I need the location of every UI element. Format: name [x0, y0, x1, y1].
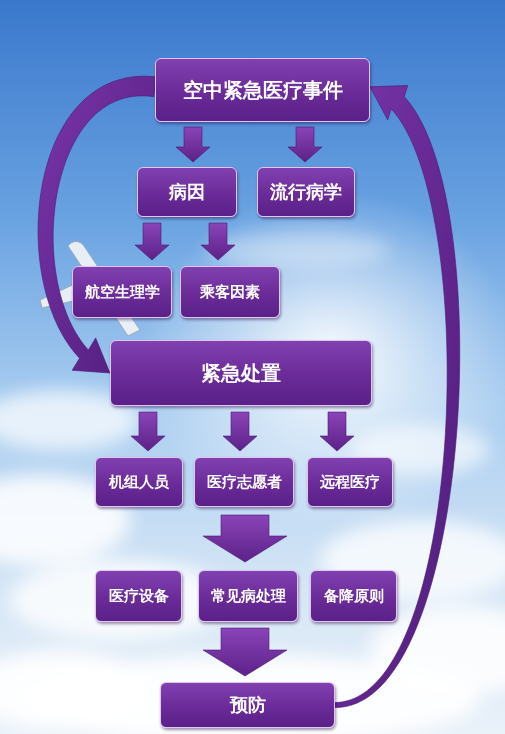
process-box: 备降原则 [310, 570, 397, 622]
process-box: 机组人员 [95, 457, 183, 507]
box-label: 航空生理学 [85, 283, 160, 301]
process-box: 病因 [137, 167, 237, 217]
block-arrow [288, 127, 322, 162]
block-arrow [201, 223, 235, 260]
box-label: 常见病处理 [211, 587, 286, 605]
box-label: 备降原则 [324, 587, 384, 605]
process-box: 预防 [160, 682, 335, 728]
block-arrow [131, 412, 165, 451]
box-label: 空中紧急医疗事件 [183, 78, 343, 102]
process-box: 常见病处理 [198, 570, 298, 622]
process-box: 乘客因素 [180, 266, 280, 318]
process-box: 空中紧急医疗事件 [155, 58, 370, 122]
box-label: 流行病学 [270, 181, 342, 203]
box-label: 预防 [230, 694, 266, 716]
block-arrow [176, 127, 210, 162]
curved-arrow [38, 76, 156, 373]
box-label: 医疗设备 [109, 587, 169, 605]
block-arrow [203, 628, 287, 676]
box-label: 机组人员 [109, 473, 169, 491]
process-box: 紧急处置 [110, 340, 372, 406]
block-arrow [135, 223, 169, 260]
process-box: 医疗设备 [95, 570, 182, 622]
block-arrow [203, 515, 287, 562]
process-box: 流行病学 [257, 167, 355, 217]
box-label: 病因 [169, 181, 205, 203]
box-label: 乘客因素 [200, 283, 260, 301]
block-arrow [223, 412, 257, 451]
box-label: 医疗志愿者 [207, 473, 282, 491]
process-box: 远程医疗 [307, 457, 393, 507]
process-box: 医疗志愿者 [194, 457, 294, 507]
box-label: 远程医疗 [320, 473, 380, 491]
box-label: 紧急处置 [201, 361, 281, 385]
clouds [0, 232, 505, 734]
block-arrow [320, 412, 354, 451]
process-box: 航空生理学 [72, 266, 172, 318]
